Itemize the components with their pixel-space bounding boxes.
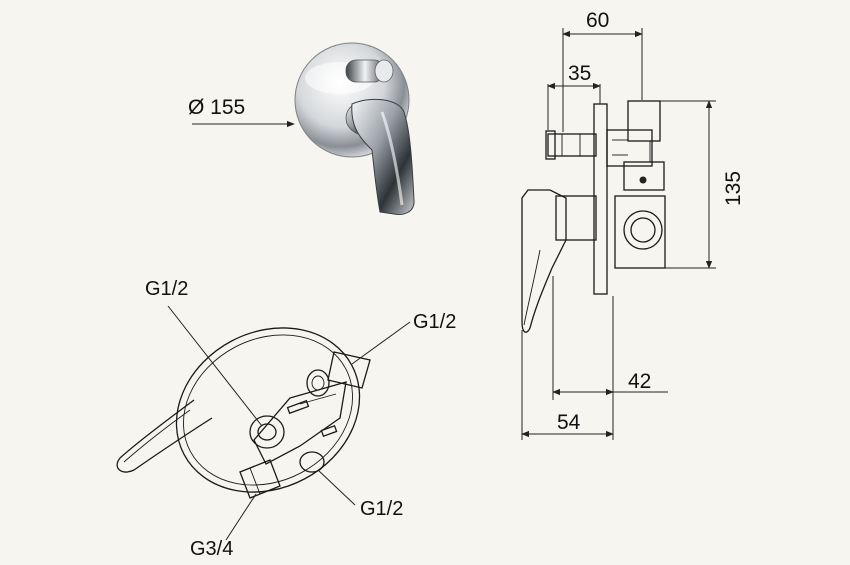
dim-60-label: 60 <box>586 9 609 32</box>
connection-labels: G1/2 G1/2 G1/2 G3/4 <box>145 278 456 560</box>
diameter-label: Ø 155 <box>188 96 245 119</box>
diameter-callout: Ø 155 <box>188 96 295 128</box>
side-view <box>521 100 666 333</box>
conn-label-bottom-left: G3/4 <box>190 538 233 560</box>
dim-42-label: 42 <box>628 370 651 393</box>
dim-35-label: 35 <box>568 62 591 85</box>
dim-54-label: 54 <box>557 411 581 434</box>
connections-view <box>116 327 371 499</box>
dimension-labels: 60 35 135 42 54 <box>557 9 745 434</box>
connection-leaders <box>167 305 411 541</box>
dim-135-label: 135 <box>722 171 745 206</box>
conn-label-bottom-right: G1/2 <box>360 498 403 520</box>
conn-label-top-right: G1/2 <box>413 311 456 333</box>
conn-label-top-left: G1/2 <box>145 278 188 300</box>
product-photo <box>294 42 415 215</box>
dimension-lines <box>521 28 716 440</box>
